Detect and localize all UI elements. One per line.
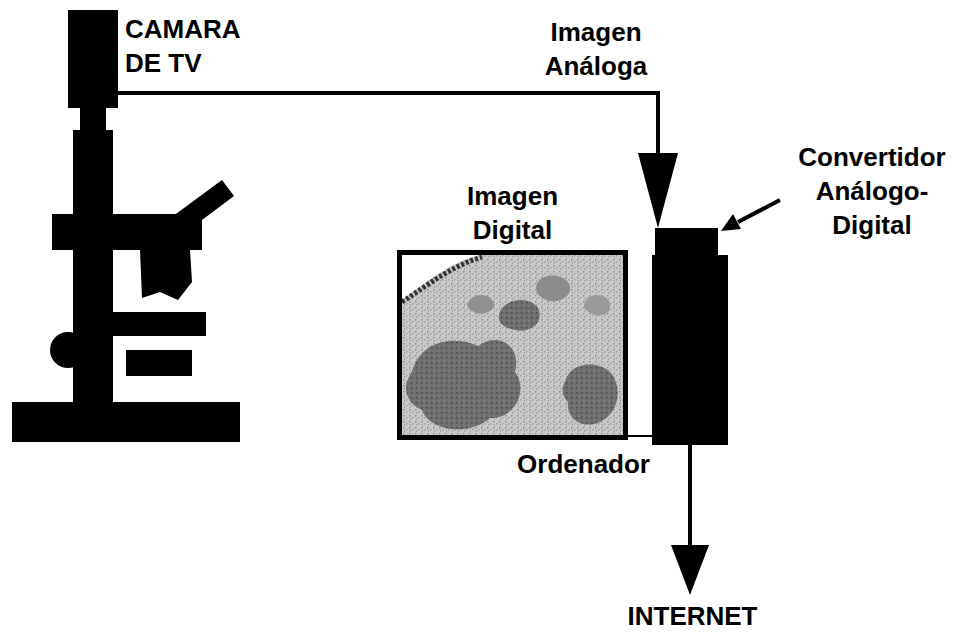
tissue-lobule (467, 295, 494, 314)
internet-node: INTERNET (600, 597, 785, 635)
converter-block (655, 228, 718, 258)
computer-shape (652, 228, 728, 445)
connector-line (688, 445, 692, 545)
tv-camera: CAMARA DE TV (68, 10, 118, 108)
leader-arrow (721, 200, 780, 231)
leader-arrowhead (721, 214, 741, 231)
image-heading: Imagen Digital (448, 179, 578, 247)
tissue-lobule (406, 340, 521, 429)
arrowhead (671, 545, 709, 595)
tissue-lobule (563, 364, 618, 424)
microscope-objective (140, 250, 192, 300)
connector-arrow (118, 93, 678, 228)
leader-line (738, 200, 780, 222)
computer-case (652, 255, 728, 445)
microscope-neck (80, 106, 106, 132)
histology-image (402, 255, 623, 435)
computer-label: Ordenador (510, 447, 650, 481)
microscope-eyepiece (165, 180, 234, 238)
tissue-ground (402, 255, 623, 435)
connector-arrow (671, 445, 709, 595)
microscope-stage (113, 312, 206, 336)
connector-line (118, 93, 658, 153)
camera-label: CAMARA DE TV (125, 12, 250, 80)
tissue-border (402, 257, 482, 302)
microscope (12, 106, 240, 442)
internet-label: INTERNET (602, 599, 783, 633)
converter-label: Convertidor Análogo-Digital (782, 140, 962, 242)
microscope-knob (50, 332, 86, 368)
tissue-lobule (584, 295, 610, 315)
tissue-lobule (536, 276, 570, 302)
microscope-base (12, 402, 240, 442)
arrowhead (638, 153, 678, 228)
connector-line (628, 435, 652, 437)
microscope-condenser (126, 350, 192, 376)
computer-tower: Ordenador (652, 228, 728, 445)
edge-label: Imagen Análoga (534, 15, 658, 83)
tissue-lobule (499, 300, 540, 331)
connector-arrow (628, 436, 652, 437)
digital-image-frame: Imagen Digital (397, 250, 628, 440)
